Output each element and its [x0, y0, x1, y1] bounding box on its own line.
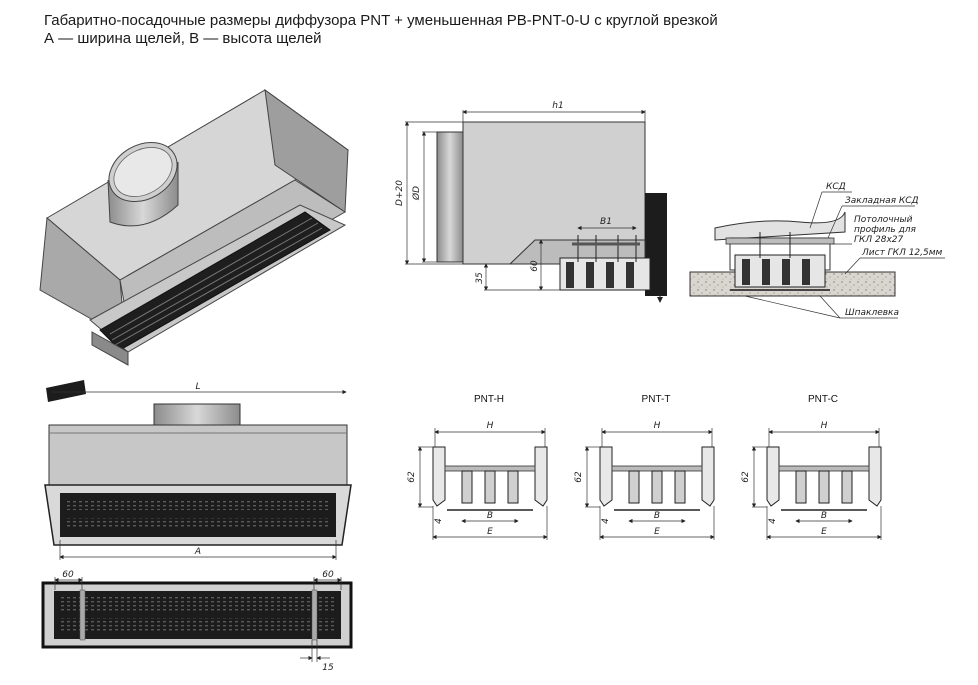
dim-right-60: 60 [322, 570, 334, 580]
dim-62: 62 [574, 471, 584, 483]
label-putty: Шпаклевка [845, 308, 899, 318]
profile-title: PNT-C [808, 394, 838, 405]
dim-4: 4 [601, 518, 611, 524]
dim-h: H [821, 421, 828, 431]
dim-b: B [487, 511, 493, 521]
dim-d: ØD [411, 186, 422, 201]
dim-e: E [487, 527, 493, 537]
dim-4: 4 [434, 518, 444, 524]
dim-60: 60 [530, 260, 540, 272]
profile-pnt-t: PNT-T H 62 4 B E [574, 394, 715, 540]
dim-15: 15 [322, 663, 334, 673]
caption-line-2: А — ширина щелей, В — высота щелей [44, 30, 322, 47]
dim-h: H [487, 421, 494, 431]
dim-62: 62 [407, 471, 417, 483]
drawing-caption: Габаритно-посадочные размеры диффузора P… [44, 12, 944, 48]
dim-h1: h1 [552, 101, 563, 111]
dim-b1: B1 [600, 217, 612, 227]
installation-detail: КСД Закладная КСД Потолочный профиль для… [689, 182, 945, 319]
dim-e: E [821, 527, 827, 537]
label-ceiling-profile-1: Потолочный [854, 215, 913, 225]
dim-35: 35 [475, 272, 485, 284]
section-marker [46, 380, 86, 402]
caption-line-1: Габаритно-посадочные размеры диффузора P… [44, 12, 718, 29]
side-view: h1 D+20 ØD B1 60 35 [395, 101, 667, 303]
label-ksd: КСД [826, 182, 846, 192]
profile-pnt-c: PNT-C H 62 4 B E [741, 394, 882, 540]
side-view-grille [559, 235, 651, 291]
dim-a: A [194, 547, 201, 557]
profile-title: PNT-T [642, 394, 671, 405]
dim-4: 4 [768, 518, 778, 524]
label-embedded-ksd: Закладная КСД [845, 196, 919, 206]
isometric-view [39, 88, 349, 366]
dim-b: B [654, 511, 660, 521]
label-ceiling-profile-3: ГКЛ 28x27 [854, 235, 904, 245]
label-ceiling-profile-2: профиль для [854, 225, 917, 235]
label-gkl-sheet: Лист ГКЛ 12,5мм [861, 248, 943, 258]
dim-e: E [654, 527, 660, 537]
dim-d-plus-20: D+20 [395, 180, 405, 206]
front-view: L A [44, 380, 352, 560]
profile-title: PNT-H [474, 394, 504, 405]
dim-l: L [195, 382, 200, 392]
dim-h: H [654, 421, 661, 431]
dim-left-60: 60 [62, 570, 74, 580]
round-inlet-spigot [107, 141, 179, 227]
dim-62: 62 [741, 471, 751, 483]
profile-pnt-h: PNT-H H 62 4 B E [407, 394, 548, 540]
bottom-view: 60 60 15 [41, 570, 353, 673]
dim-b: B [821, 511, 827, 521]
